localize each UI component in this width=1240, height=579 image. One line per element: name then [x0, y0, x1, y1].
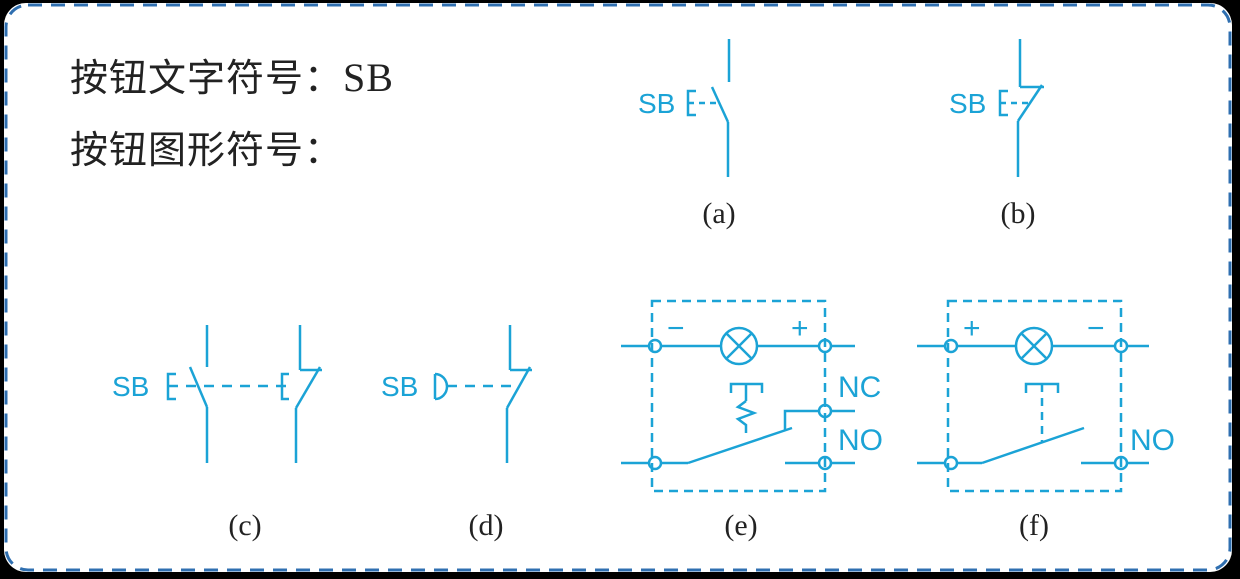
dashed-border — [4, 3, 1232, 572]
symbol-e-illuminated-nc-no — [621, 299, 855, 493]
f-plus-sign: + — [963, 312, 981, 345]
e-no-label: NO — [838, 424, 883, 457]
text-symbol-value: SB — [343, 55, 394, 100]
symbol-b-normally-closed — [998, 39, 1044, 177]
caption-c: (c) — [228, 509, 261, 542]
e-plus-sign: + — [791, 312, 809, 345]
symbol-d-mushroom — [433, 325, 532, 463]
symbol-a-normally-open — [686, 39, 731, 177]
figure-panel: SB SB SB SB − + NC NO + − NO (a) (b) (c)… — [4, 3, 1232, 572]
symbol-c-composite — [166, 325, 322, 463]
graphic-symbol-label: 按钮图形符号： — [70, 128, 344, 172]
e-nc-label: NC — [838, 371, 881, 404]
text-symbol-label: 按钮文字符号： — [70, 56, 344, 100]
tag-d: SB — [381, 371, 418, 402]
caption-f: (f) — [1019, 509, 1049, 542]
f-minus-sign: − — [1087, 312, 1105, 345]
caption-b: (b) — [1001, 197, 1036, 230]
graphic-symbol-line: 按钮图形符号： — [70, 119, 343, 174]
tag-a: SB — [638, 88, 675, 119]
caption-d: (d) — [469, 509, 504, 542]
symbol-f-illuminated-no — [917, 299, 1149, 493]
caption-e: (e) — [724, 509, 757, 542]
caption-a: (a) — [702, 197, 735, 230]
f-no-label: NO — [1130, 424, 1175, 457]
tag-b: SB — [949, 88, 986, 119]
text-symbol-line: 按钮文字符号：SB — [70, 47, 394, 102]
tag-c: SB — [112, 371, 149, 402]
e-minus-sign: − — [667, 312, 685, 345]
diagram-canvas: SB SB SB SB − + NC NO + − NO (a) (b) (c)… — [4, 3, 1232, 572]
